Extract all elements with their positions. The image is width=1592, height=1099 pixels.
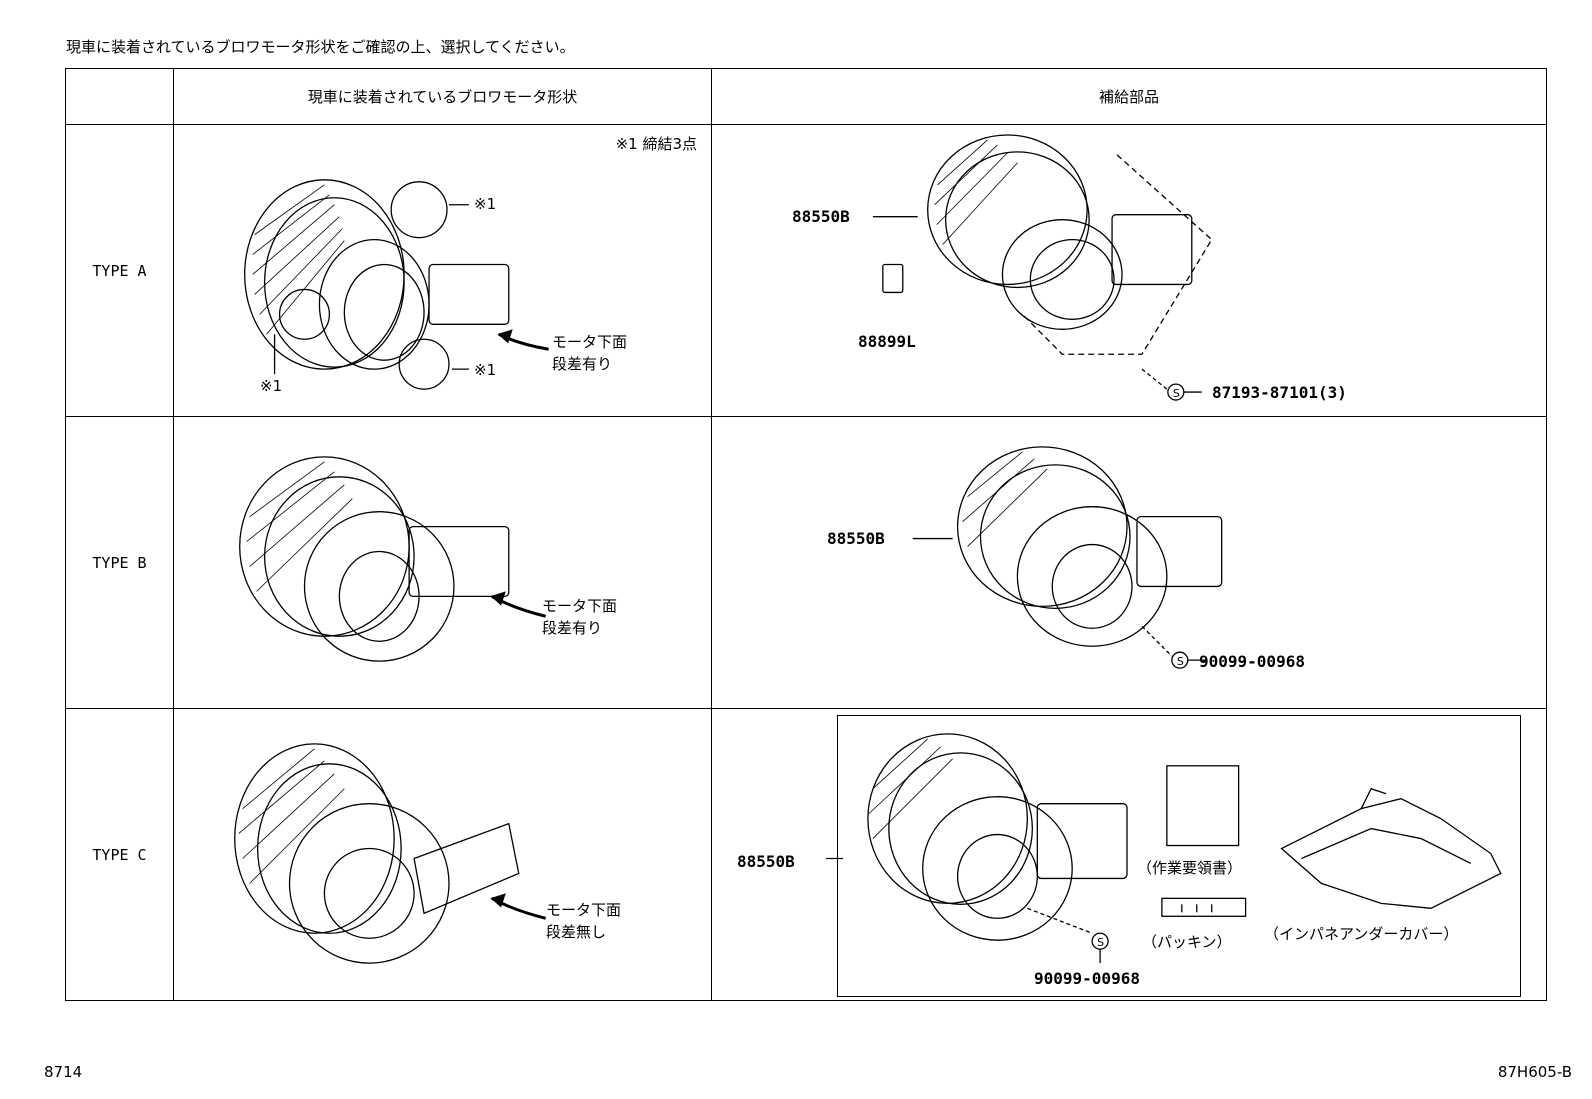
part-number-screw-b: 90099-00968 bbox=[1199, 652, 1305, 671]
page-code-right: 87H605-B bbox=[1497, 1063, 1572, 1081]
type-c-current-motor-cell: モータ下面 段差無し bbox=[173, 708, 712, 1001]
type-c-arrow-note: モータ下面 段差無し bbox=[546, 899, 621, 943]
supply-parts-type-b-drawing: S bbox=[912, 446, 1223, 669]
part-number-88550b-a: 88550B bbox=[792, 207, 850, 226]
arrow-note-line-1: モータ下面 bbox=[552, 333, 628, 351]
table-row-type-a: TYPE A bbox=[65, 124, 1547, 417]
part-number-screw-a: 87193-87101(3) bbox=[1212, 383, 1347, 402]
table-header-row: 現車に装着されているブロワモータ形状 補給部品 bbox=[65, 68, 1547, 125]
table-row-type-b: TYPE B モータ下面 段差 bbox=[65, 416, 1547, 709]
label-work-manual: （作業要領書） bbox=[1137, 859, 1243, 877]
type-a-current-motor-cell: ※1 締結3点 ※1 ※1 ※1 モータ下面 段差有り bbox=[173, 124, 712, 417]
header-supply-parts: 補給部品 bbox=[711, 68, 1547, 125]
header-type bbox=[65, 68, 174, 125]
arrow-note-line-2: 段差有り bbox=[542, 619, 603, 637]
part-number-88550b-c: 88550B bbox=[737, 852, 795, 871]
part-number-screw-c: 90099-00968 bbox=[1034, 969, 1140, 988]
blower-motor-type-a-drawing bbox=[244, 179, 549, 390]
type-b-supply-parts-cell: S 88550B 90099-00968 bbox=[711, 416, 1547, 709]
marker-top: ※1 bbox=[474, 195, 497, 213]
type-b-arrow-note: モータ下面 段差有り bbox=[542, 595, 617, 639]
label-instrument-panel-under-cover: （インパネアンダーカバー） bbox=[1264, 925, 1459, 943]
type-a-label: TYPE A bbox=[65, 124, 174, 417]
marker-left: ※1 bbox=[260, 377, 283, 395]
blower-motor-type-c-drawing bbox=[234, 743, 547, 964]
type-b-current-motor-cell: モータ下面 段差有り bbox=[173, 416, 712, 709]
arrow-note-line-1: モータ下面 bbox=[542, 597, 618, 615]
part-number-88550b-b: 88550B bbox=[827, 529, 885, 548]
supply-parts-type-c-drawing: S bbox=[826, 733, 1502, 964]
fastening-note: ※1 締結3点 bbox=[615, 135, 697, 153]
part-number-88899l: 88899L bbox=[858, 332, 916, 351]
blower-motor-type-b-drawing bbox=[239, 456, 547, 662]
svg-text:S: S bbox=[1177, 655, 1184, 668]
arrow-note-line-2: 段差無し bbox=[546, 923, 607, 941]
label-packing: （パッキン） bbox=[1142, 933, 1232, 951]
table-row-type-c: TYPE C モータ下面 段差 bbox=[65, 708, 1547, 1001]
type-c-label: TYPE C bbox=[65, 708, 174, 1001]
type-b-label: TYPE B bbox=[65, 416, 174, 709]
type-a-supply-parts-cell: S 88550B 88899L 87193-87101(3) bbox=[711, 124, 1547, 417]
svg-text:S: S bbox=[1173, 387, 1180, 400]
page-code-left: 8714 bbox=[44, 1063, 83, 1081]
repair-kit-box bbox=[837, 715, 1521, 997]
type-a-arrow-note: モータ下面 段差有り bbox=[552, 331, 627, 375]
header-current-shape: 現車に装着されているブロワモータ形状 bbox=[173, 68, 712, 125]
type-c-supply-parts-cell: S 88550B 90099-00968 （作業要領書） （パッキン） （インパ… bbox=[711, 708, 1547, 1001]
arrow-note-line-1: モータ下面 bbox=[546, 901, 622, 919]
svg-text:S: S bbox=[1097, 936, 1104, 949]
marker-bottom: ※1 bbox=[474, 361, 497, 379]
supply-parts-type-a-drawing: S bbox=[872, 134, 1213, 401]
instruction-caption: 現車に装着されているブロワモータ形状をご確認の上、選択してください。 bbox=[66, 38, 575, 56]
parts-table: 現車に装着されているブロワモータ形状 補給部品 TYPE A bbox=[65, 68, 1547, 1001]
arrow-note-line-2: 段差有り bbox=[552, 355, 613, 373]
